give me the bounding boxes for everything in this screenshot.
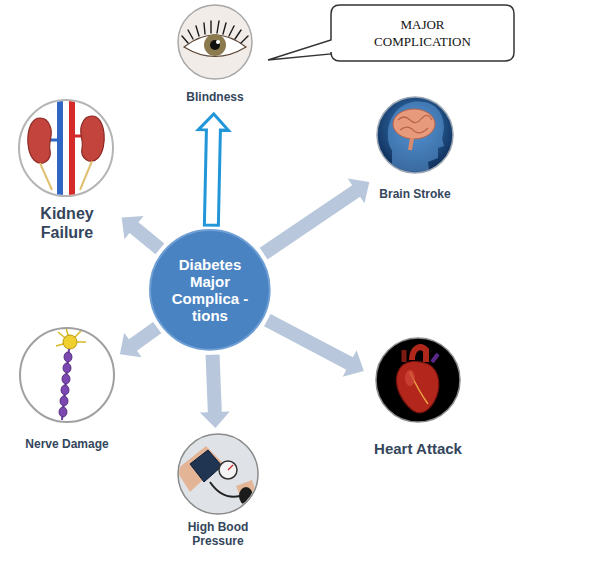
eye-picture-part-part-part [235, 30, 241, 39]
arrow-connector [200, 354, 230, 428]
blood-pressure-picture-part-part [236, 480, 258, 506]
brain-picture-part-part [410, 138, 412, 150]
brain-picture-part [388, 102, 444, 175]
heart-picture-part-part [405, 370, 415, 386]
heart-picture-part-part [396, 361, 438, 412]
circle-shape [150, 230, 270, 350]
kidney-picture-part [28, 100, 105, 196]
heart-picture-part [396, 347, 438, 413]
arrow-connector [120, 322, 161, 357]
complication-label: Brain Stroke [379, 187, 450, 202]
eye-picture [178, 5, 252, 79]
callout-outline [330, 4, 515, 62]
arrow-connector [198, 114, 228, 225]
heart-picture-part-part [432, 354, 438, 362]
brain-picture-part-part [398, 115, 432, 122]
eye-picture-part-part-part [204, 23, 205, 34]
nerve-picture-part-part-part [64, 352, 72, 362]
brain-picture-part-part [393, 109, 435, 139]
complication-label: High Bood Pressure [176, 520, 260, 548]
eye-picture-part-part [210, 40, 220, 50]
blood-pressure-picture-part-part [239, 487, 253, 505]
brain-picture-part-part [400, 127, 428, 133]
nerve-picture-part [56, 328, 86, 420]
eye-picture-part-part-part [217, 21, 219, 33]
nerve-picture-part-part-part [60, 396, 68, 406]
complication-node: Heart Attack [369, 338, 467, 461]
center-title: Diabetes Major Complica -tions [167, 256, 253, 324]
arrow-connector [264, 314, 364, 377]
arrow-connector [122, 216, 165, 254]
complication-node: Nerve Damage [19, 329, 115, 455]
callout-text: MAJOR COMPLICATION [358, 16, 488, 50]
nerve-picture-part-part [63, 335, 77, 349]
eye-picture-part-part [216, 40, 220, 44]
arrow-connector [260, 179, 370, 260]
eye-picture-part-part-part [210, 21, 211, 33]
eye-picture-part-part-part [223, 23, 226, 34]
blood-pressure-picture-part-part [210, 482, 240, 497]
blood-pressure-picture-part [176, 446, 258, 506]
nerve-picture-part-part-part [62, 374, 70, 384]
blood-pressure-picture-part-part [219, 461, 237, 479]
nerve-picture-part-part-part [61, 385, 69, 395]
blood-pressure-picture-part-part [228, 465, 233, 470]
complication-label: Blindness [186, 90, 243, 105]
eye-picture-part-part-part [229, 26, 234, 36]
brain-picture [377, 97, 453, 175]
complication-node: Brain Stroke [374, 97, 455, 205]
kidney-picture [19, 100, 113, 196]
blood-pressure-picture-part-part [190, 450, 222, 482]
kidney-picture-part-part [50, 139, 60, 142]
kidney-picture-part-part [81, 116, 105, 161]
kidney-picture-part-part [28, 118, 52, 163]
eye-picture-part-part [182, 21, 248, 43]
complication-label: Kidney Failure [24, 204, 110, 242]
eye-picture-part-part [204, 34, 226, 56]
complication-node: Kidney Failure [17, 100, 117, 245]
kidney-picture-part-part [40, 163, 52, 190]
nerve-picture [20, 328, 114, 422]
kidney-picture-part-part [80, 161, 92, 190]
nerve-picture-part-part-part [63, 363, 71, 373]
heart-picture-part [376, 338, 460, 422]
kidney-picture-part [19, 100, 113, 196]
eye-picture-part [182, 21, 248, 57]
nerve-picture-part-part [59, 352, 72, 417]
heart-picture [376, 338, 460, 422]
eye-picture-part-part-part [182, 36, 188, 43]
complication-label: Heart Attack [374, 440, 462, 458]
kidney-picture-part-part [69, 100, 75, 196]
eye-picture-part-part-part [196, 26, 199, 36]
heart-picture-part-part [412, 347, 426, 362]
heart-picture-part-part [402, 350, 407, 362]
eye-picture-part-part-part [188, 30, 193, 39]
callout-bubble: MAJOR COMPLICATION [330, 4, 515, 62]
brain-picture-part-part [388, 102, 444, 175]
nerve-picture-part-part-part [59, 407, 67, 417]
blood-pressure-picture-part-part [176, 446, 222, 492]
blood-pressure-picture [176, 434, 258, 514]
eye-picture-part-part-part [241, 36, 248, 43]
complication-node: Blindness [175, 4, 255, 108]
complication-label: Nerve Damage [25, 437, 108, 452]
callout-shape [268, 5, 514, 61]
nerve-picture-part [20, 328, 114, 422]
center-circle: Diabetes Major Complica -tions [149, 229, 271, 351]
complication-node: High Bood Pressure [171, 434, 265, 551]
kidney-picture-part-part [57, 100, 63, 196]
eye-picture-part [178, 5, 252, 79]
